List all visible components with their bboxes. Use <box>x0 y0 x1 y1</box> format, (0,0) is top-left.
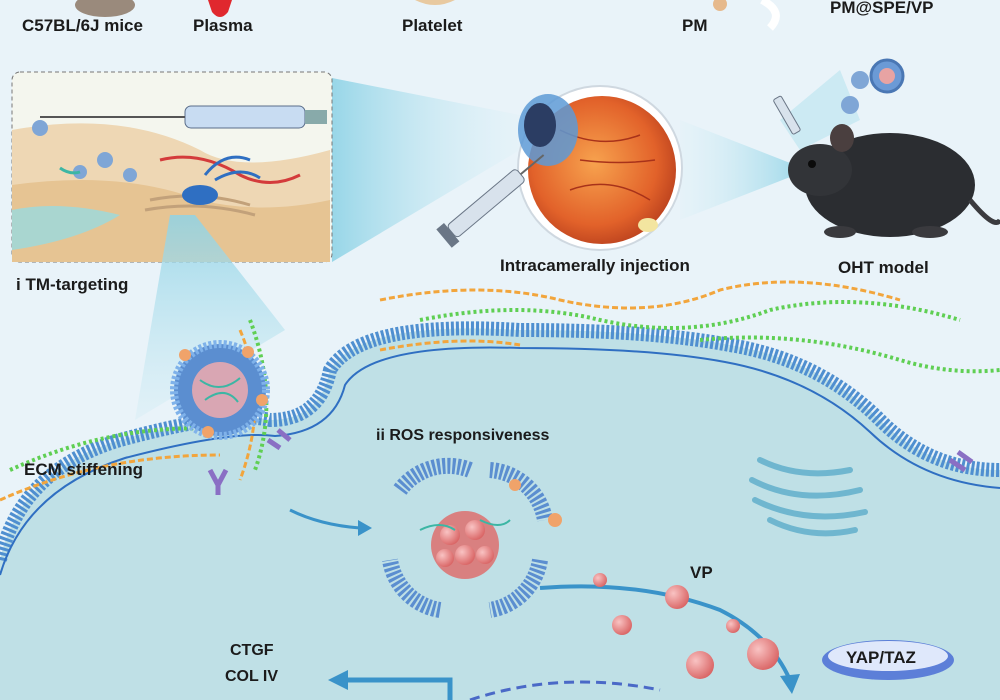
pm-icon <box>713 0 727 11</box>
platelet-icon <box>415 0 455 5</box>
label-platelet: Platelet <box>402 16 463 35</box>
mouse-icon <box>773 58 1000 238</box>
beam-left <box>332 78 520 262</box>
syringe-icon <box>184 105 306 129</box>
label-injection: Intracamerally injection <box>500 256 690 275</box>
label-yap-taz: YAP/TAZ <box>846 648 916 667</box>
label-oht-model: OHT model <box>838 258 929 277</box>
plasma-tube-icon <box>208 0 232 17</box>
label-ctgf: CTGF <box>230 642 274 659</box>
label-pm: PM <box>682 16 708 35</box>
label-vp: VP <box>690 563 713 582</box>
cell-membrane <box>0 321 1000 562</box>
label-ros-responsiveness: ii ROS responsiveness <box>376 427 550 444</box>
ros-nanoparticle <box>382 457 562 618</box>
zoom-funnel <box>135 215 285 420</box>
eye-icon <box>436 85 683 251</box>
label-ecm-stiffening: ECM stiffening <box>24 460 143 479</box>
label-pm-spe-vp: PM@SPE/VP <box>830 0 934 17</box>
label-c57bl6j-mice: C57BL/6J mice <box>22 16 143 35</box>
label-plasma: Plasma <box>193 16 253 35</box>
nucleus-edge <box>469 680 661 700</box>
golgi-icon <box>749 457 868 537</box>
beam-right <box>680 120 808 220</box>
vp-spheres <box>593 573 779 679</box>
receptor-icon <box>948 449 974 473</box>
label-tm-targeting: i TM-targeting <box>16 275 129 294</box>
top-strip <box>75 0 780 31</box>
nanoparticle-binding <box>170 340 292 495</box>
label-col-iv: COL IV <box>225 668 279 685</box>
